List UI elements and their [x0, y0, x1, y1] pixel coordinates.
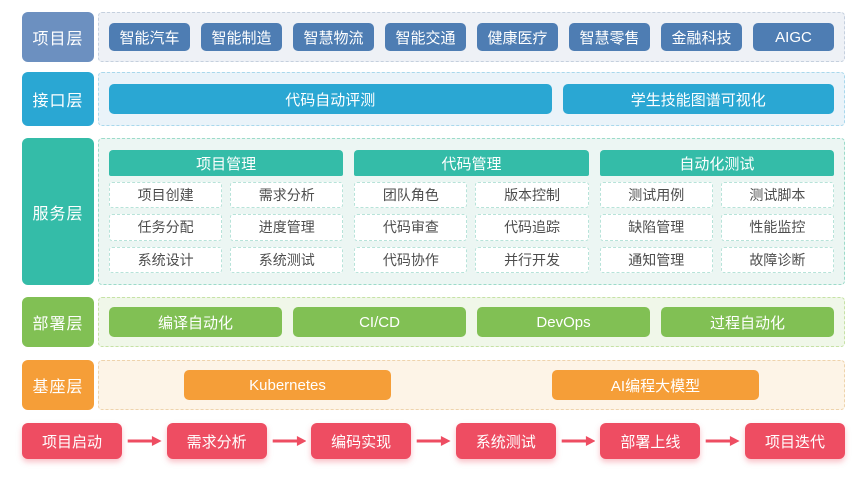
deploy-item-build-automation: 编译自动化 [109, 307, 282, 337]
flow-step-coding: 编码实现 [311, 423, 412, 459]
flow-arrow-icon [411, 435, 456, 447]
project-item-smart-retail: 智慧零售 [569, 23, 650, 51]
service-item: 项目创建 [109, 182, 223, 209]
project-item-smart-car: 智能汽车 [109, 23, 190, 51]
base-item-ai-coding-model: AI编程大模型 [551, 370, 760, 400]
flow-arrow-icon [556, 435, 601, 447]
service-group-project-management: 项目管理 项目创建 需求分析 任务分配 进度管理 系统设计 系统测试 [109, 150, 344, 273]
deploy-layer-row: 部署层 编译自动化 CI/CD DevOps 过程自动化 [22, 297, 845, 347]
deploy-layer-label: 部署层 [22, 297, 94, 347]
flow-step-deploy-online: 部署上线 [600, 423, 701, 459]
service-layer-row: 服务层 项目管理 项目创建 需求分析 任务分配 进度管理 系统设计 系统测试 代… [22, 138, 845, 285]
service-item: 代码追踪 [475, 214, 589, 241]
interface-item-code-auto-eval: 代码自动评测 [109, 84, 552, 114]
base-layer-panel: Kubernetes AI编程大模型 [98, 360, 845, 410]
service-group-grid: 项目创建 需求分析 任务分配 进度管理 系统设计 系统测试 [109, 182, 344, 273]
flow-step-requirement-analysis: 需求分析 [166, 423, 267, 459]
service-group-title: 项目管理 [109, 150, 344, 176]
deploy-layer-panel: 编译自动化 CI/CD DevOps 过程自动化 [98, 297, 845, 347]
flow-arrow-icon [267, 435, 312, 447]
service-group-code-management: 代码管理 团队角色 版本控制 代码审查 代码追踪 代码协作 并行开发 [354, 150, 589, 273]
service-item: 进度管理 [230, 214, 344, 241]
deploy-item-devops: DevOps [477, 307, 650, 337]
base-layer-row: 基座层 Kubernetes AI编程大模型 [22, 360, 845, 410]
service-item: 通知管理 [599, 246, 713, 273]
service-group-grid: 团队角色 版本控制 代码审查 代码追踪 代码协作 并行开发 [354, 182, 589, 273]
base-layer-label: 基座层 [22, 360, 94, 410]
process-flow: 项目启动 需求分析 编码实现 系统测试 部署上线 项目迭代 [22, 422, 845, 460]
project-layer-panel: 智能汽车 智能制造 智慧物流 智能交通 健康医疗 智慧零售 金融科技 AIGC [98, 12, 845, 62]
service-item: 故障诊断 [720, 246, 834, 273]
base-layer-right-half: AI编程大模型 [477, 370, 834, 400]
service-item: 代码协作 [354, 246, 468, 273]
flow-arrow-icon [700, 435, 745, 447]
project-item-smart-traffic: 智能交通 [385, 23, 466, 51]
interface-item-skill-map: 学生技能图谱可视化 [562, 84, 834, 114]
service-item: 任务分配 [109, 214, 223, 241]
flow-step-project-iteration: 项目迭代 [744, 423, 845, 459]
service-item: 并行开发 [475, 246, 589, 273]
service-item: 版本控制 [475, 182, 589, 209]
deploy-item-process-automation: 过程自动化 [661, 307, 834, 337]
project-layer-label: 项目层 [22, 12, 94, 62]
service-item: 性能监控 [720, 214, 834, 241]
service-item: 团队角色 [354, 182, 468, 209]
service-group-automated-testing: 自动化测试 测试用例 测试脚本 缺陷管理 性能监控 通知管理 故障诊断 [599, 150, 834, 273]
project-item-smart-manufacturing: 智能制造 [201, 23, 282, 51]
service-item: 测试用例 [599, 182, 713, 209]
service-item: 代码审查 [354, 214, 468, 241]
service-item: 需求分析 [230, 182, 344, 209]
project-item-fintech: 金融科技 [661, 23, 742, 51]
interface-layer-row: 接口层 代码自动评测 学生技能图谱可视化 [22, 72, 845, 126]
flow-arrow-icon [122, 435, 167, 447]
deploy-item-cicd: CI/CD [293, 307, 466, 337]
project-item-aigc: AIGC [753, 23, 834, 51]
service-group-title: 代码管理 [354, 150, 589, 176]
project-layer-row: 项目层 智能汽车 智能制造 智慧物流 智能交通 健康医疗 智慧零售 金融科技 A… [22, 12, 845, 62]
service-layer-label: 服务层 [22, 138, 94, 285]
flow-step-project-start: 项目启动 [22, 423, 122, 459]
interface-layer-panel: 代码自动评测 学生技能图谱可视化 [98, 72, 845, 126]
project-item-smart-logistics: 智慧物流 [293, 23, 374, 51]
service-item: 系统测试 [230, 246, 344, 273]
service-item: 缺陷管理 [599, 214, 713, 241]
project-item-health-care: 健康医疗 [477, 23, 558, 51]
base-layer-left-half: Kubernetes [109, 370, 466, 400]
service-group-title: 自动化测试 [599, 150, 834, 176]
flow-step-system-test: 系统测试 [455, 423, 556, 459]
base-item-kubernetes: Kubernetes [183, 370, 392, 400]
service-item: 测试脚本 [720, 182, 834, 209]
service-group-grid: 测试用例 测试脚本 缺陷管理 性能监控 通知管理 故障诊断 [599, 182, 834, 273]
service-item: 系统设计 [109, 246, 223, 273]
interface-layer-label: 接口层 [22, 72, 94, 126]
service-layer-panel: 项目管理 项目创建 需求分析 任务分配 进度管理 系统设计 系统测试 代码管理 … [98, 138, 845, 285]
